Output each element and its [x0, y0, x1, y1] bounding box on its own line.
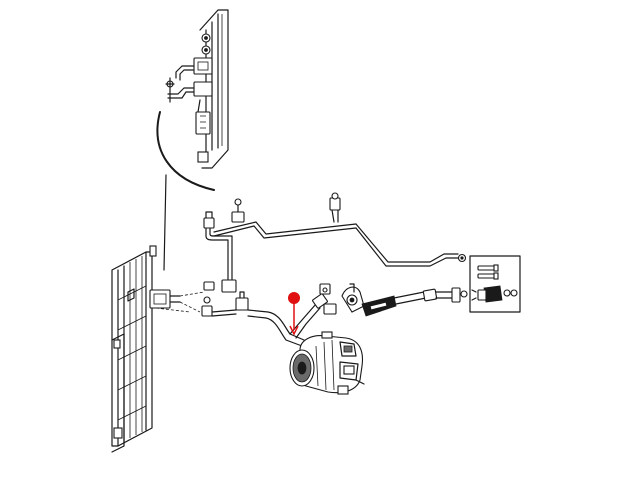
liquid-line-fitting-right [457, 253, 467, 263]
callout-dot [288, 292, 300, 304]
inset-valve [471, 285, 518, 303]
liquid-line-tube [203, 192, 467, 293]
hose-upper-fitting-1 [312, 293, 328, 309]
liquid-line-fitting-top-mid [231, 198, 245, 223]
ac-compressor [289, 331, 365, 395]
part-callout-marker [288, 292, 300, 336]
liquid-line-fitting-top-left [203, 211, 215, 229]
radiator-condenser [111, 245, 205, 453]
hose-upper-fitting-3 [323, 303, 337, 315]
upper-bolt-2 [201, 45, 211, 55]
service-port-detail-inset [469, 255, 521, 313]
liquid-line-fitting-top-right [329, 192, 341, 223]
discharge-line-muffler [341, 283, 468, 317]
inset-bolt-2 [477, 272, 499, 280]
hose-upper-fitting-2 [319, 283, 331, 295]
detail-leader-curve [156, 111, 215, 271]
hose-left-fitting [235, 291, 249, 311]
discharge-end-fitting [451, 287, 468, 303]
inset-bolt-1 [477, 264, 499, 272]
compressor-pulley [289, 349, 315, 387]
upper-detail-view [165, 9, 229, 169]
suction-discharge-hose [201, 283, 337, 347]
upper-bolt-1 [201, 33, 211, 43]
